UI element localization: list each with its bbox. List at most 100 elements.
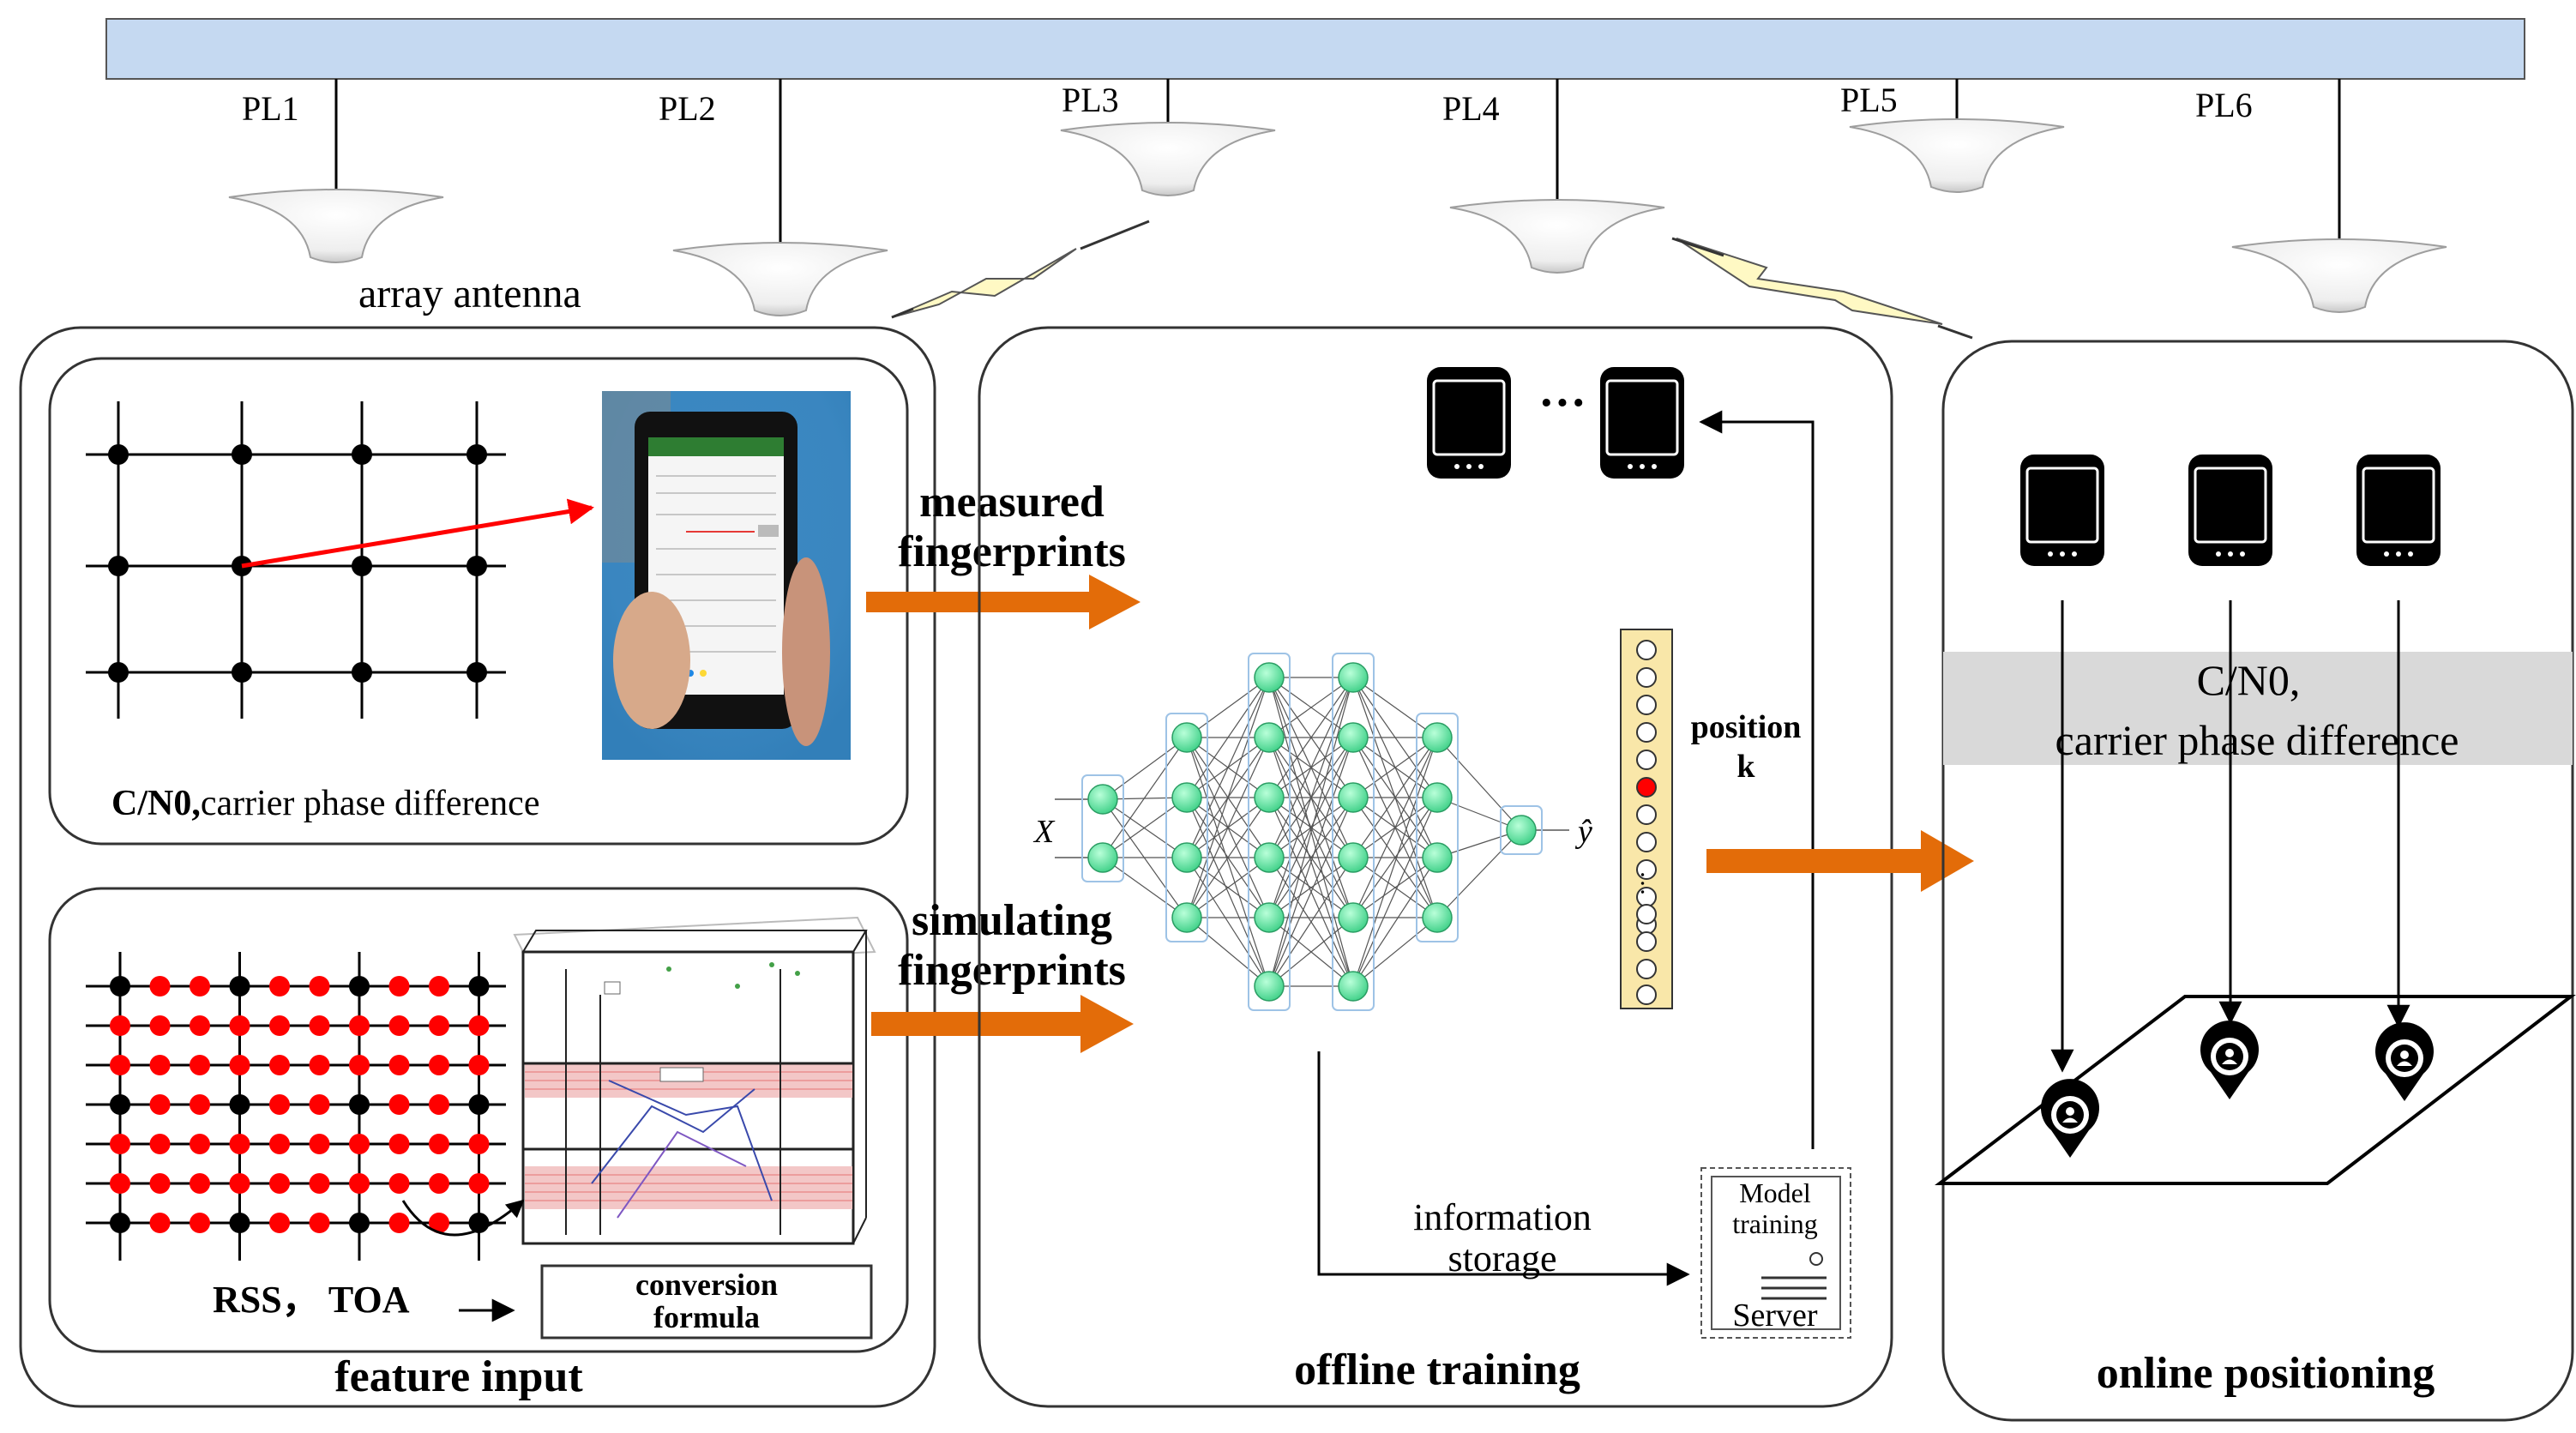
nn-edge xyxy=(1268,797,1354,987)
phone-screen xyxy=(2025,467,2099,544)
conversion-formula-box xyxy=(540,1264,873,1340)
output-vector-cell xyxy=(1636,832,1657,852)
online-phone-2 xyxy=(2188,455,2272,566)
nn-edge xyxy=(1352,677,1438,738)
sim-node xyxy=(269,1055,290,1075)
nn-edge xyxy=(1102,798,1188,858)
phone-dot xyxy=(2408,551,2413,557)
antenna-dish-3 xyxy=(1060,122,1276,196)
server-box xyxy=(1700,1167,1851,1339)
nn-edge xyxy=(1352,857,1438,918)
phone-screen xyxy=(2362,467,2435,544)
nn-node xyxy=(1338,722,1369,753)
online-phone-3 xyxy=(2356,455,2441,566)
nn-edge xyxy=(1268,917,1354,987)
nn-input-symbol: X xyxy=(1032,814,1056,850)
grid-node xyxy=(110,976,130,996)
nn-node xyxy=(1254,662,1285,693)
measured-grid xyxy=(86,401,506,719)
phone-dot xyxy=(1628,464,1633,469)
nn-edge xyxy=(1186,677,1270,798)
sim-node xyxy=(429,1213,449,1233)
signal-dash-right-1 xyxy=(1671,237,1724,257)
nn-node xyxy=(1254,782,1285,813)
grid-node xyxy=(466,556,487,576)
nn-edge xyxy=(1268,797,1354,918)
array-antenna-label: array antenna xyxy=(358,271,581,316)
nn-edge xyxy=(1436,737,1522,831)
phone-screen xyxy=(1605,379,1679,456)
sim-node xyxy=(110,1134,130,1154)
phone-dot xyxy=(2072,551,2077,557)
sim-node xyxy=(388,1134,410,1154)
conversion-line2: formula xyxy=(653,1300,760,1334)
sim-node xyxy=(269,1015,290,1036)
nn-node xyxy=(1422,842,1453,873)
nn-layer-box xyxy=(1416,713,1459,942)
grid-to-model-arrow xyxy=(401,1199,525,1237)
location-pins xyxy=(2041,1021,2434,1158)
grid-node xyxy=(352,556,372,576)
antenna-dish-2 xyxy=(672,242,888,316)
nn-node xyxy=(1422,902,1453,933)
nn-layer-box xyxy=(1248,653,1291,1011)
signal-bolt-right xyxy=(1676,238,1943,325)
sim-node xyxy=(269,1134,290,1154)
nn-edge xyxy=(1102,857,1188,918)
online-band-line1: C/N0, xyxy=(2197,656,2301,704)
nn-layer-box xyxy=(1500,805,1543,855)
sim-node xyxy=(229,1055,250,1075)
online-phones xyxy=(2020,455,2441,566)
online-arrows xyxy=(2050,600,2410,1073)
sim-node xyxy=(149,1173,171,1194)
output-vector-cell xyxy=(1636,859,1657,880)
sim-node xyxy=(468,1173,490,1194)
nn-node xyxy=(1506,815,1537,846)
server-line2: training xyxy=(1732,1208,1818,1239)
sim-node xyxy=(468,1015,490,1036)
nn-node xyxy=(1254,842,1285,873)
output-vector-cell xyxy=(1636,931,1657,952)
online-positioning-title: online positioning xyxy=(2097,1349,2435,1398)
offline-phone-2 xyxy=(1600,367,1684,479)
red-arrow-to-phone xyxy=(241,498,594,569)
grid-node xyxy=(468,1094,490,1115)
nn-edge xyxy=(1186,797,1270,918)
sim-node xyxy=(309,1094,330,1115)
rss-toa-label: RSS， TOA xyxy=(213,1279,410,1321)
nn-edge xyxy=(1352,917,1438,987)
location-pin-icon xyxy=(2200,1021,2260,1099)
output-vector-cell xyxy=(1636,959,1657,979)
grid-node xyxy=(349,1213,370,1233)
nn-edge xyxy=(1352,737,1438,858)
nn-node xyxy=(1254,902,1285,933)
sim-node xyxy=(429,1173,449,1194)
sim-node xyxy=(349,1173,370,1194)
pin-shoulders xyxy=(2222,1059,2237,1064)
nn-edge xyxy=(1268,857,1354,918)
model-feedback-arrow xyxy=(1699,410,1815,1149)
phone-dot xyxy=(2228,551,2233,557)
phone-dot xyxy=(2384,551,2389,557)
pin-head xyxy=(2225,1049,2234,1057)
pin-head xyxy=(2400,1051,2409,1059)
nn-edge xyxy=(1186,737,1270,918)
output-vector-cell xyxy=(1636,984,1657,1005)
sim-node xyxy=(190,1134,210,1154)
sim-node xyxy=(468,1055,490,1075)
nn-edge xyxy=(1186,917,1270,987)
server-label: Server xyxy=(1732,1298,1818,1334)
output-vector-cell xyxy=(1636,750,1657,770)
sim-node xyxy=(309,1015,330,1036)
nn-node xyxy=(1422,722,1453,753)
online-band xyxy=(1943,652,2573,765)
nn-edge xyxy=(1268,677,1354,738)
output-vector xyxy=(1620,629,1673,1009)
measured-caption: C/N0,carrier phase difference xyxy=(111,784,539,823)
measured-flow-line2: fingerprints xyxy=(898,527,1126,576)
online-positioning-panel xyxy=(1941,340,2574,1422)
offline-phones xyxy=(1427,367,1684,479)
sim-node xyxy=(388,1173,410,1194)
nn-output-symbol: ŷ xyxy=(1574,814,1592,850)
